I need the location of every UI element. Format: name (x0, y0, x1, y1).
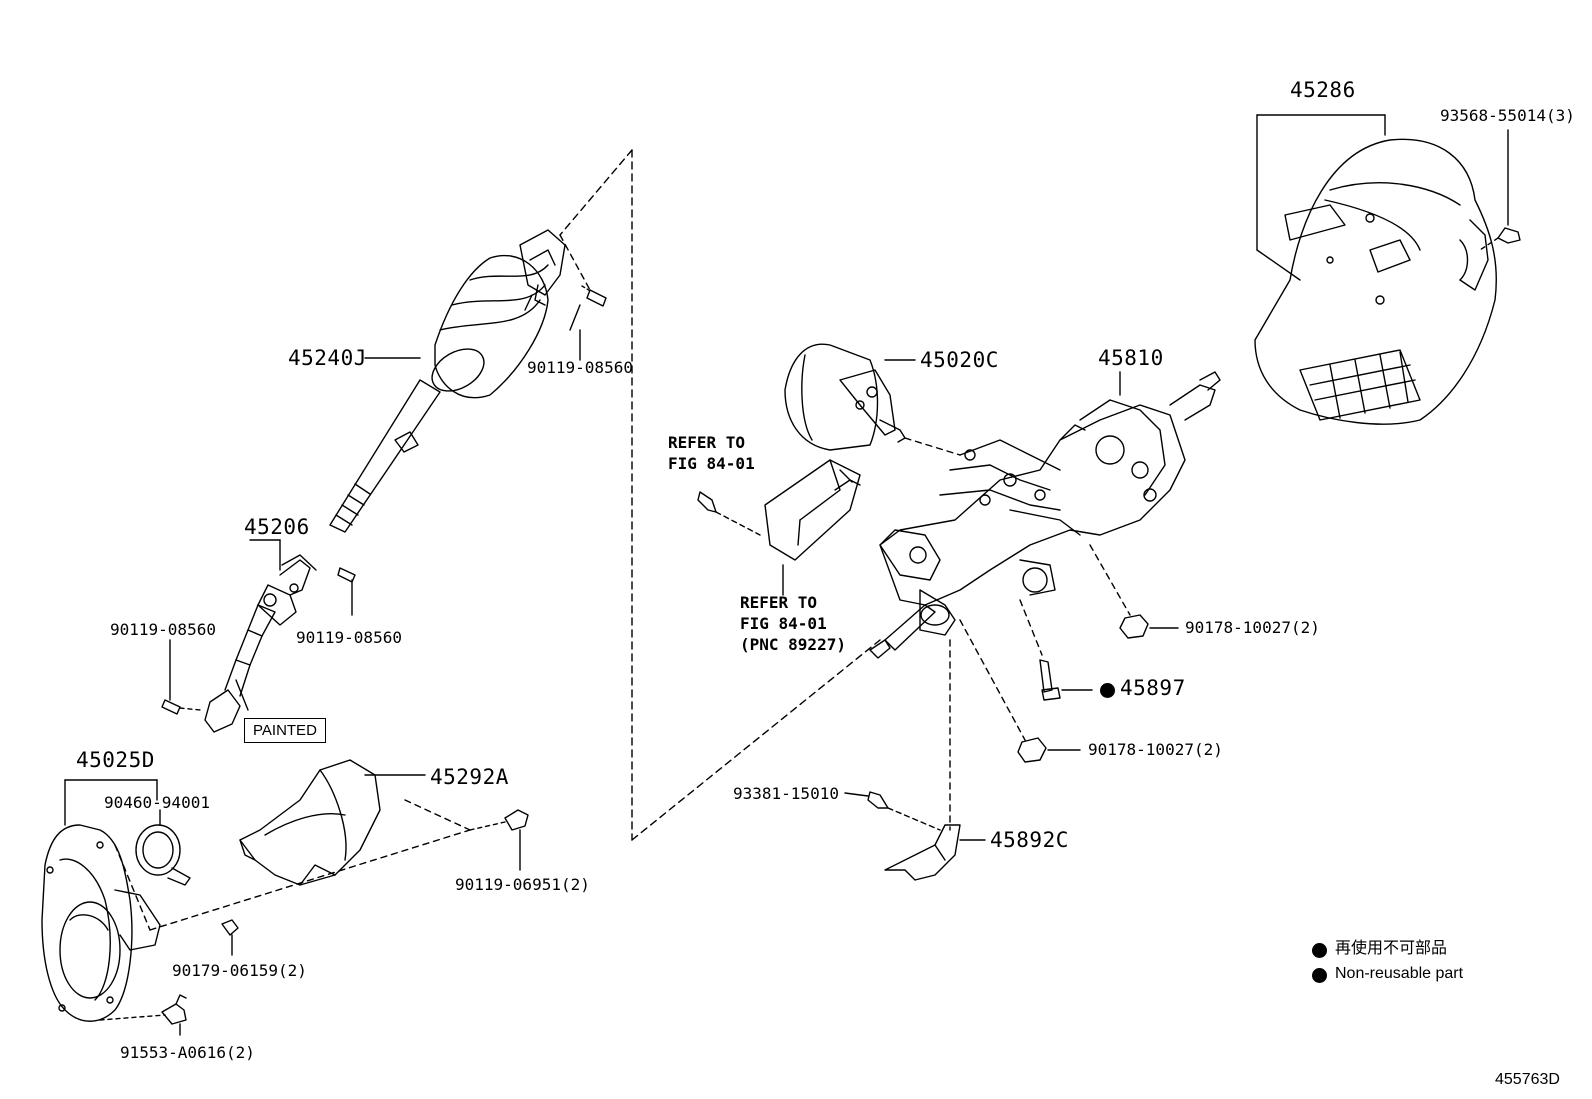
ecu-bracket (764, 459, 861, 561)
label-45292A: 45292A (430, 765, 509, 789)
bolt-45897 (1019, 599, 1093, 701)
label-91553-A0616: 91553-A0616(2) (120, 1043, 255, 1062)
label-45025D: 45025D (76, 748, 155, 772)
label-45286: 45286 (1290, 78, 1356, 102)
u-joint-shaft-45206 (204, 539, 317, 733)
column-cover-45286 (1254, 138, 1497, 425)
dashed-group-outline (559, 149, 881, 841)
bolt-91553 (99, 994, 187, 1036)
label-45020C: 45020C (920, 348, 999, 372)
label-90119-08560-top: 90119-08560 (527, 358, 633, 377)
non-reusable-marker (1100, 683, 1115, 698)
nut-90179 (221, 919, 239, 956)
screw-refer (697, 491, 761, 536)
bolt-90119-left (161, 639, 201, 715)
refer-to-fig-1: REFER TO FIG 84-01 (668, 433, 755, 473)
label-45206: 45206 (244, 515, 310, 539)
figure-id: 455763D (1495, 1071, 1560, 1088)
legend-text-en: Non-reusable part (1335, 965, 1464, 982)
label-45892C: 45892C (990, 828, 1069, 852)
seal-90460 (135, 809, 191, 886)
leader-painted (235, 679, 249, 711)
cover-45292A (239, 759, 381, 886)
label-90178-10027-upper: 90178-10027(2) (1185, 618, 1320, 637)
leader-45286 (1256, 114, 1386, 281)
steering-column-45810 (869, 371, 1221, 831)
bracket-45892C (884, 824, 986, 881)
label-90119-06951: 90119-06951(2) (455, 875, 590, 894)
leader-45025D (64, 779, 158, 826)
label-45810: 45810 (1098, 346, 1164, 370)
motor-unit-45020C (784, 343, 906, 451)
bolt-90119-06951 (469, 809, 529, 871)
nut-90178-upper (1089, 544, 1179, 639)
refer-to-fig-2: REFER TO FIG 84-01 (PNC 89227) (740, 593, 846, 654)
nut-90178-lower (959, 619, 1081, 763)
label-45897: 45897 (1120, 676, 1186, 700)
bolt-90119-mid (337, 567, 356, 616)
label-93568-55014: 93568-55014(3) (1440, 106, 1575, 125)
legend-text-jp: 再使用不可部品 (1335, 940, 1448, 957)
label-90119-08560-mid: 90119-08560 (296, 628, 402, 647)
hole-cover-45025D (41, 824, 161, 1022)
label-45240J: 45240J (288, 346, 367, 370)
label-93381-15010: 93381-15010 (733, 784, 839, 803)
painted-note: PAINTED (244, 718, 326, 743)
dashed-link-cover (149, 829, 471, 931)
bolt-90119-top (569, 285, 607, 361)
legend-dot-en (1312, 968, 1327, 983)
label-90460-94001: 90460-94001 (104, 793, 210, 812)
label-90178-10027-lower: 90178-10027(2) (1088, 740, 1223, 759)
label-90179-06159: 90179-06159(2) (172, 961, 307, 980)
screw-93568 (1479, 129, 1521, 251)
screw-93381 (844, 791, 941, 831)
intermediate-shaft-45240J (329, 229, 566, 533)
label-90119-08560-left: 90119-08560 (110, 620, 216, 639)
legend-dot-jp (1312, 943, 1327, 958)
